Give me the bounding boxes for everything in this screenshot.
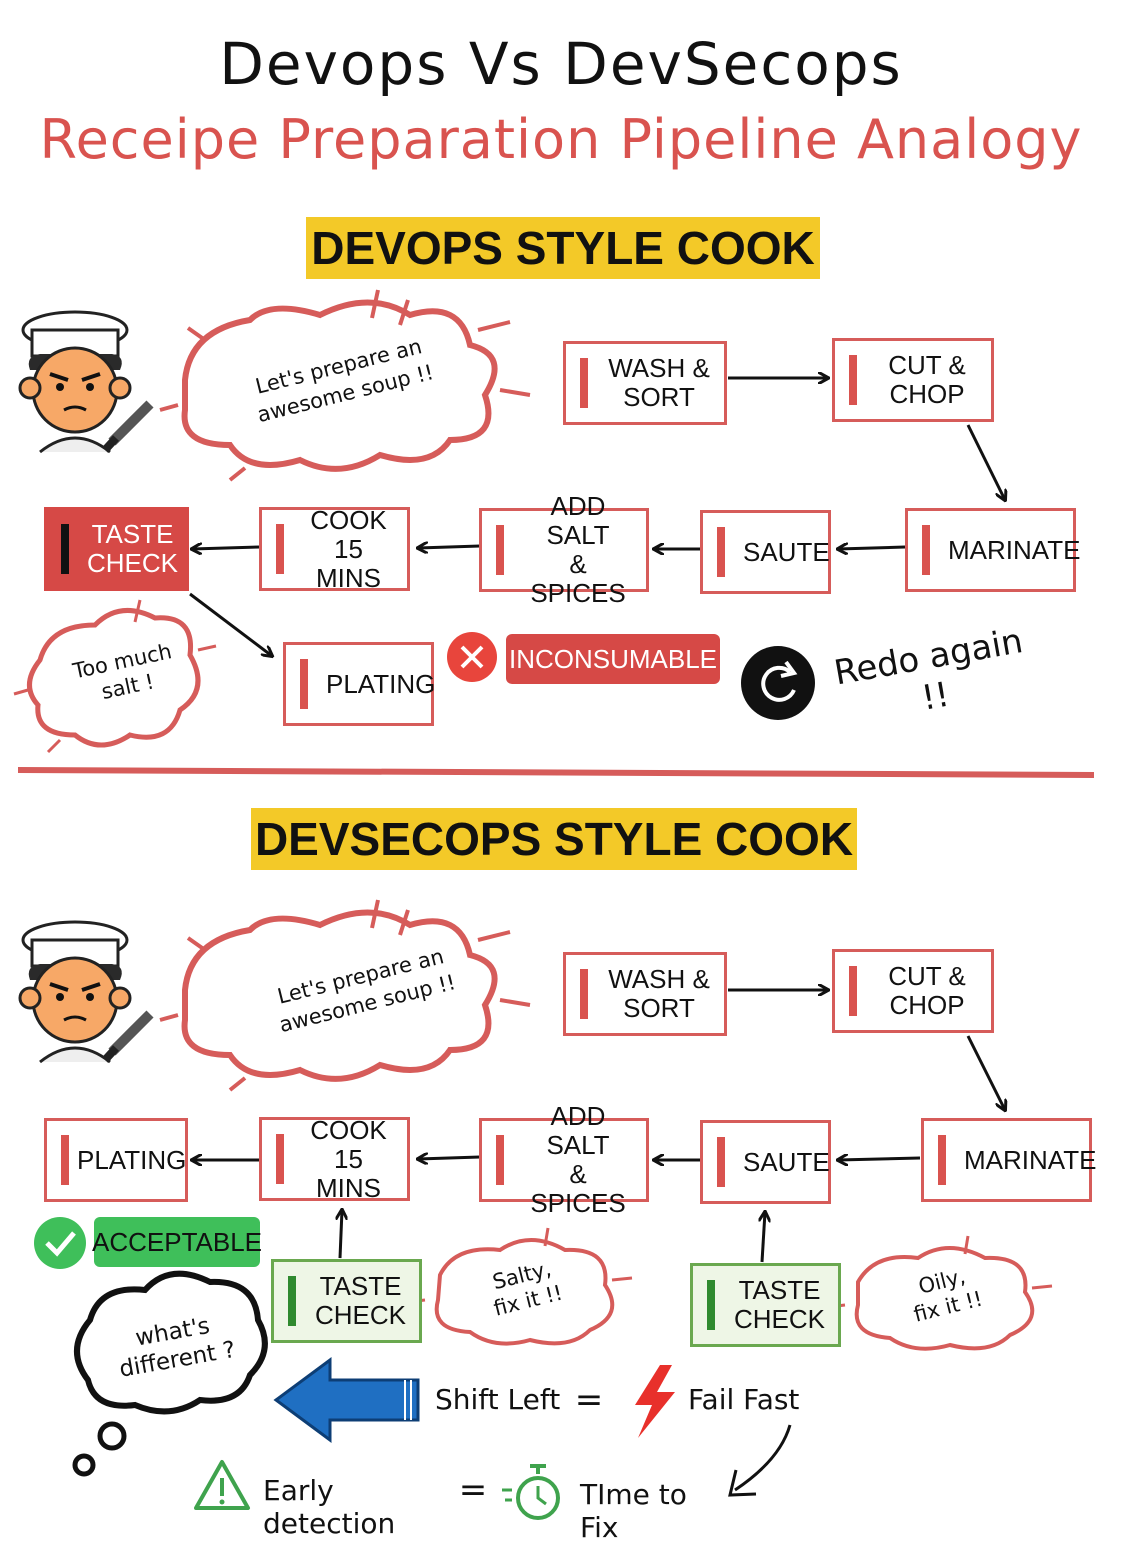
speech-bubble — [181, 909, 498, 1082]
note-bubble — [854, 1246, 1035, 1351]
step-taste-check: TASTE CHECK — [44, 507, 189, 591]
shift-left-label: Shift Left — [435, 1383, 561, 1416]
step-cook: COOK 15 MINS — [259, 505, 410, 592]
fail-fast-label: Fail Fast — [688, 1383, 800, 1416]
flow-arrows — [192, 990, 1005, 1263]
step-taste-check: TASTE CHECK — [690, 1263, 841, 1347]
flow-arrows — [189, 378, 1005, 656]
note-bubble — [434, 1238, 615, 1346]
step-add-salt-spices: ADD SALT & SPICES — [479, 492, 649, 608]
equals-sign: = — [458, 1470, 488, 1510]
step-marinate: MARINATE — [905, 508, 1080, 592]
step-taste-check: TASTE CHECK — [271, 1259, 422, 1343]
speech-bubble — [181, 299, 498, 472]
step-saute: SAUTE — [700, 510, 831, 594]
warning-icon — [194, 1460, 250, 1510]
check-icon — [34, 1217, 86, 1269]
devops-banner: DEVOPS STYLE COOK — [306, 217, 820, 279]
devsecops-banner: DEVSECOPS STYLE COOK — [251, 808, 857, 870]
step-plating: PLATING — [44, 1118, 188, 1202]
lightning-icon — [635, 1365, 675, 1438]
step-cut-chop: CUT & CHOP — [832, 949, 994, 1033]
step-marinate: MARINATE — [921, 1118, 1096, 1202]
chef-icon — [18, 310, 154, 454]
section-divider — [17, 767, 1095, 778]
result-badge-inconsumable: INCONSUMABLE — [506, 634, 720, 684]
thought-bubble — [74, 1270, 268, 1415]
time-to-fix-label: TIme to Fix — [580, 1478, 687, 1544]
step-wash-sort: WASH & SORT — [563, 341, 727, 425]
step-cut-chop: CUT & CHOP — [832, 338, 994, 422]
early-detection-label: Early detection — [263, 1474, 396, 1540]
step-wash-sort: WASH & SORT — [563, 952, 727, 1036]
step-cook: COOK 15 MINS — [259, 1115, 410, 1202]
error-icon — [447, 632, 497, 682]
result-badge-acceptable: ACCEPTABLE — [92, 1217, 262, 1267]
stopwatch-icon — [502, 1464, 560, 1520]
page-subtitle: Receipe Preparation Pipeline Analogy — [39, 108, 1083, 171]
step-plating: PLATING — [283, 642, 435, 726]
equals-sign: = — [574, 1380, 604, 1420]
redo-icon — [741, 646, 815, 720]
chef-icon — [18, 920, 154, 1064]
step-add-salt-spices: ADD SALT & SPICES — [479, 1102, 649, 1218]
page-title: Devops Vs DevSecops — [219, 30, 903, 98]
shift-left-arrow-icon — [273, 1357, 420, 1443]
step-saute: SAUTE — [700, 1120, 831, 1204]
complaint-bubble — [27, 607, 201, 748]
